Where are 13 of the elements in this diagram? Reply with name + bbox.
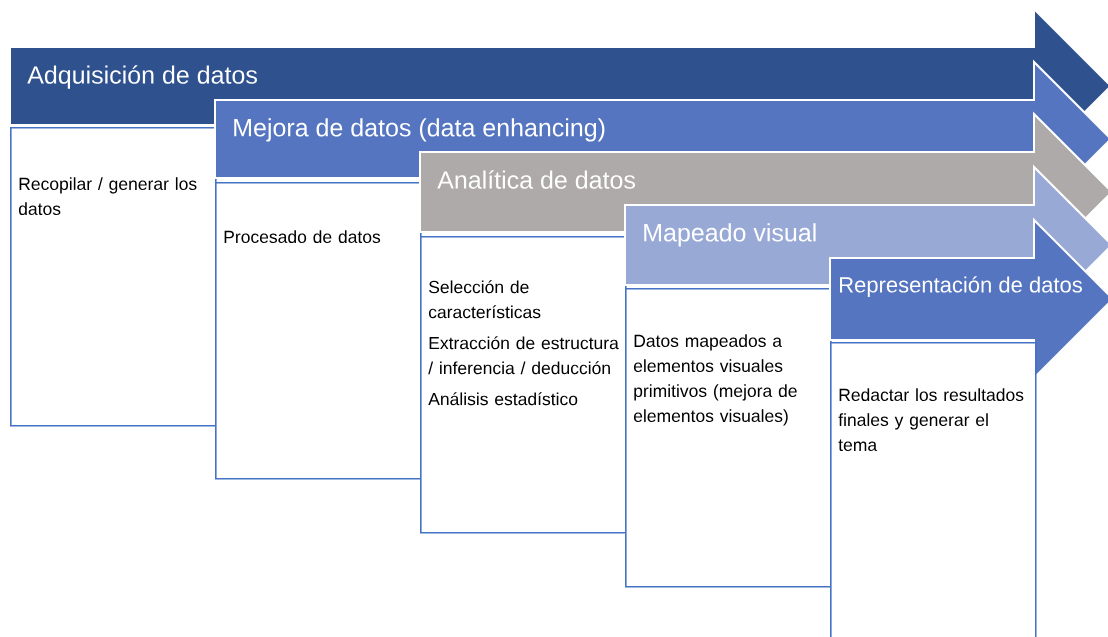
text-box [10,127,217,427]
text-box [420,236,627,534]
text-box [215,182,422,480]
box-text: Extracción de estructura / inferencia / deducción [428,336,619,375]
box-text: Redactar los resultados finales y generar el tema [838,388,1024,452]
text-box [830,342,1037,637]
text-box [625,288,832,588]
box-text: Análisis estadístico [428,392,578,406]
box-text: Selección de características [428,280,541,319]
box-text: Procesado de datos [224,230,381,244]
box-text: Datos mapeados a elementos visuales primitivos (mejora de elementos visuales) [633,334,797,426]
box-text: Recopilar / generar los datos [18,177,197,216]
arrow-band: Representación de datos [829,217,1108,381]
